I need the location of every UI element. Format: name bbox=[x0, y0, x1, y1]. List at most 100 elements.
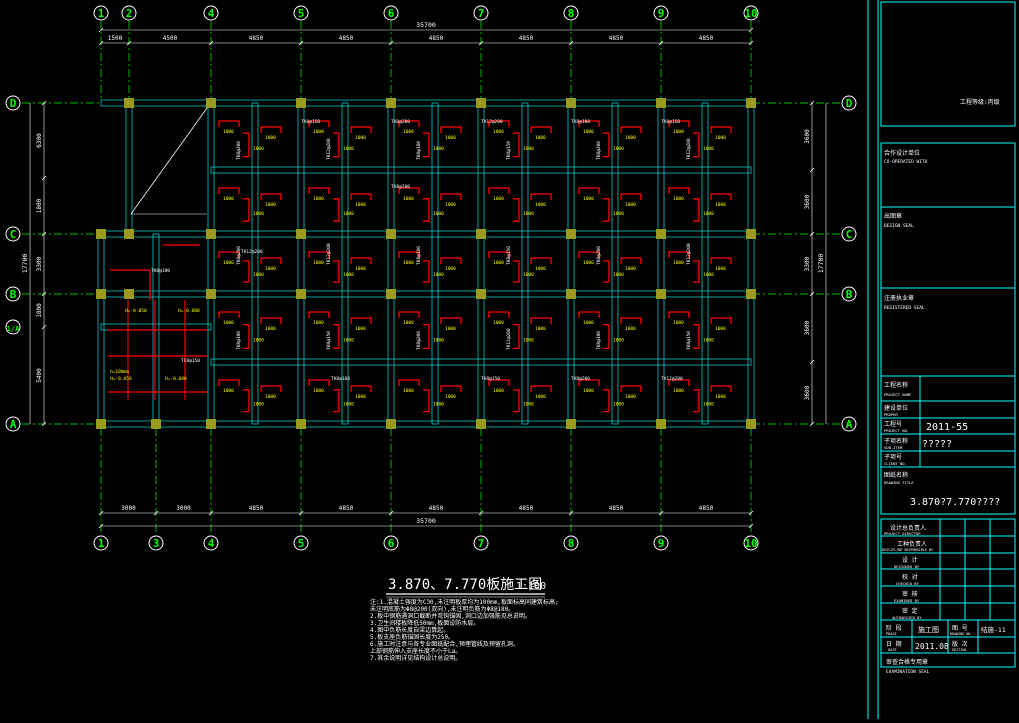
rebar-mark bbox=[488, 311, 510, 318]
note-line: 未注明底筋为Φ8@200(双向),未注明负筋为Φ8@180。 bbox=[370, 605, 514, 613]
slab-label: 1000 bbox=[355, 394, 366, 400]
slab-label: 1000 bbox=[403, 196, 414, 202]
axis-bubble bbox=[383, 535, 399, 551]
title-block: 工程等级:丙级 合作设计单位 CO-OPERATED WITH 出图章 DESI… bbox=[867, 0, 1016, 719]
dimension-text: 4850 bbox=[609, 35, 624, 42]
slab-label: 1000 bbox=[433, 146, 444, 152]
dimension-text: 4850 bbox=[699, 35, 714, 42]
slab-label: 1000 bbox=[265, 326, 276, 332]
dimension-text: 4850 bbox=[429, 505, 444, 512]
column bbox=[746, 289, 756, 299]
slab-label: 1000 bbox=[223, 388, 234, 394]
rebar-mark bbox=[243, 132, 250, 158]
rebar-mark bbox=[578, 120, 600, 127]
authorized-label: 审 定 bbox=[902, 607, 918, 615]
slab-label: 1000 bbox=[253, 146, 264, 152]
sub-item-en: SUB-ITEM bbox=[884, 445, 903, 450]
beam-label: TK8@200 bbox=[391, 184, 410, 190]
axis-bubble bbox=[383, 5, 399, 21]
axis-bubble bbox=[5, 416, 21, 432]
column bbox=[206, 98, 216, 108]
dimension-tick bbox=[809, 167, 815, 173]
rebar-mark bbox=[710, 193, 732, 200]
room-label: h=100mm bbox=[110, 369, 129, 375]
examined-label: 审 核 bbox=[902, 590, 918, 598]
rebar-mark bbox=[260, 126, 282, 133]
slab-label: 1000 bbox=[223, 260, 234, 266]
axis-label: 5 bbox=[298, 537, 305, 550]
dimension-text: 3600 bbox=[804, 129, 811, 144]
dimension-total: 17700 bbox=[817, 254, 825, 274]
dimension-tick bbox=[98, 523, 104, 529]
exam-seal-en: EXAMINATION SEAL bbox=[886, 669, 930, 675]
column bbox=[386, 289, 396, 299]
slab-label: 1000 bbox=[673, 129, 684, 135]
axis-bubble bbox=[5, 226, 21, 242]
dimension-text: 4850 bbox=[519, 505, 534, 512]
column bbox=[206, 229, 216, 239]
rebar-mark bbox=[350, 385, 372, 392]
beam-label: TK8@150 bbox=[181, 358, 200, 364]
beam-label: TK12@200 bbox=[661, 376, 683, 382]
rebar-mark bbox=[350, 317, 372, 324]
column bbox=[296, 289, 306, 299]
slab-label: 1000 bbox=[715, 266, 726, 272]
slab-label: 1000 bbox=[715, 135, 726, 141]
rebar-mark bbox=[693, 323, 700, 350]
beam bbox=[210, 166, 752, 174]
column bbox=[96, 419, 106, 429]
dimension-text: 4850 bbox=[609, 505, 624, 512]
axis-label: 9 bbox=[658, 7, 665, 20]
dimension-tick bbox=[809, 100, 815, 106]
column bbox=[124, 229, 134, 239]
slab-label: 1000 bbox=[523, 146, 534, 152]
discipline-label: 工种负责人 bbox=[897, 540, 927, 548]
axis-label: D bbox=[10, 97, 17, 110]
drawing-no-value: 结施-11 bbox=[981, 625, 1006, 634]
column bbox=[151, 419, 161, 429]
slab-label: 1000 bbox=[445, 266, 456, 272]
dimension-tick bbox=[658, 40, 664, 46]
axis-bubble bbox=[293, 535, 309, 551]
client-en: PROPER bbox=[884, 412, 898, 417]
rebar-mark bbox=[668, 120, 690, 127]
axis-label: 8 bbox=[568, 537, 575, 550]
dimension-text: 4850 bbox=[249, 35, 264, 42]
axis-bubble bbox=[203, 5, 219, 21]
axis-bubble bbox=[563, 5, 579, 21]
column bbox=[296, 419, 306, 429]
drawing-no-en: DRAWING NO. bbox=[950, 632, 972, 636]
axis-label: 1 bbox=[98, 537, 105, 550]
axis-label: D bbox=[846, 97, 853, 110]
dimension-tick bbox=[208, 510, 214, 516]
designed-en: DESIGNED BY bbox=[894, 564, 920, 569]
rebar-mark bbox=[423, 198, 430, 222]
drawing-title: 3.870、7.770板施工图 bbox=[388, 577, 542, 593]
dimension-tick bbox=[658, 510, 664, 516]
client-label: 建设单位 bbox=[884, 404, 908, 412]
rebar-mark bbox=[423, 323, 430, 350]
rebar-mark bbox=[218, 187, 240, 194]
column bbox=[656, 229, 666, 239]
axis-label: 8 bbox=[568, 7, 575, 20]
dimension-text: 4850 bbox=[519, 35, 534, 42]
rebar-mark bbox=[350, 193, 372, 200]
column bbox=[566, 98, 576, 108]
rebar-mark bbox=[423, 260, 430, 283]
rebar-mark bbox=[668, 379, 690, 386]
slab-label: 1000 bbox=[433, 401, 444, 407]
drawing-title-label: 图纸名称 bbox=[884, 471, 908, 479]
axis-label: 9 bbox=[658, 537, 665, 550]
column bbox=[656, 98, 666, 108]
slab-label: 1000 bbox=[343, 272, 354, 278]
dimension-tick bbox=[809, 359, 815, 365]
rebar-mark bbox=[668, 187, 690, 194]
column bbox=[746, 229, 756, 239]
slab-label: 1000 bbox=[583, 320, 594, 326]
phase-en: PHASE bbox=[886, 632, 897, 636]
column bbox=[96, 229, 106, 239]
slab-label: 1000 bbox=[223, 129, 234, 135]
dimension-total: 35700 bbox=[416, 21, 436, 29]
